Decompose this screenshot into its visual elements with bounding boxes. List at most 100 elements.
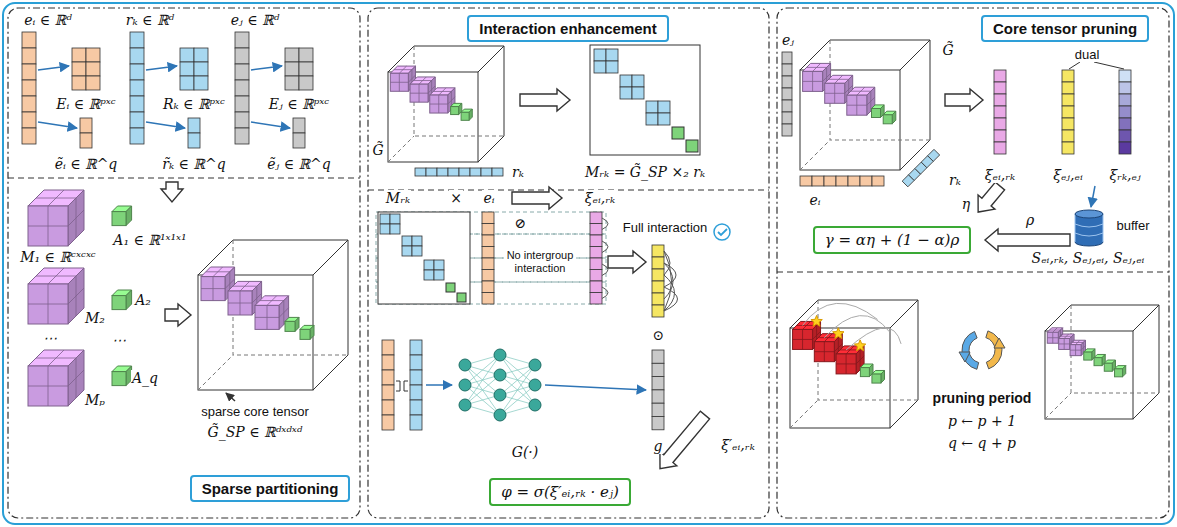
tensor-hidden-edge bbox=[198, 240, 348, 390]
buffer-icon bbox=[1075, 210, 1103, 218]
vector-cell bbox=[410, 355, 422, 370]
tensor-outline bbox=[198, 240, 348, 390]
vector-cell bbox=[652, 363, 664, 376]
cube-face bbox=[1084, 352, 1092, 360]
interaction-arc bbox=[846, 328, 901, 350]
matrix-cell bbox=[594, 61, 606, 73]
math-label: ρ bbox=[1025, 212, 1035, 228]
interaction-arc bbox=[664, 287, 678, 311]
cycle-icon bbox=[959, 352, 970, 362]
pointer-arrow bbox=[251, 66, 282, 70]
matrix-cell bbox=[686, 140, 698, 152]
math-label: Mₚ bbox=[84, 392, 106, 408]
interaction-arc bbox=[602, 287, 608, 299]
vector-cell bbox=[590, 212, 602, 224]
matrix-cell bbox=[285, 62, 299, 76]
vector-cell bbox=[235, 80, 249, 96]
math-label: eⱼ bbox=[781, 32, 795, 48]
vector-cell bbox=[800, 176, 812, 186]
vector-cell bbox=[130, 128, 144, 144]
pointer-arrow bbox=[426, 384, 452, 386]
interaction-arc bbox=[803, 303, 878, 325]
highlight-star bbox=[811, 315, 822, 326]
cube-face bbox=[872, 109, 881, 118]
pointer-arrow bbox=[146, 66, 177, 70]
block-arrow bbox=[512, 187, 562, 209]
vector-cell bbox=[188, 133, 200, 148]
formula-box: φ = σ(ξ′ₑᵢ,ᵣₖ · eⱼ) bbox=[489, 478, 631, 506]
math-label: r̃ₖ ∈ ℝ^q bbox=[161, 156, 226, 172]
math-label: × bbox=[449, 190, 463, 206]
vector-cell bbox=[130, 32, 144, 48]
matrix-cell bbox=[180, 48, 194, 62]
text-label: dual bbox=[1074, 48, 1101, 63]
network-neuron bbox=[494, 369, 506, 381]
cube-face bbox=[451, 107, 459, 115]
vector-cell bbox=[22, 48, 36, 64]
math-label: ẽᵢ ∈ ℝ^q bbox=[54, 156, 119, 172]
math-label: eᵢ bbox=[808, 192, 821, 208]
vector-cell bbox=[235, 48, 249, 64]
vector-cell bbox=[782, 64, 792, 76]
math-label: G(·) bbox=[511, 444, 540, 460]
vector-cell bbox=[235, 128, 249, 144]
vector-cell bbox=[652, 245, 664, 257]
vector-cell bbox=[1062, 130, 1074, 142]
math-label: ⋯ bbox=[111, 332, 127, 348]
vector-cell bbox=[836, 176, 848, 186]
matrix-cell bbox=[606, 61, 618, 73]
vector-cell bbox=[782, 52, 792, 64]
math-label: G̃ bbox=[941, 42, 954, 58]
vector-cell bbox=[426, 168, 437, 176]
vector-cell bbox=[482, 224, 494, 236]
matrix-cell bbox=[72, 76, 86, 90]
vector-cell bbox=[482, 270, 494, 282]
vector-cell bbox=[1119, 130, 1131, 142]
matrix-cell bbox=[620, 87, 632, 99]
vector-cell bbox=[482, 247, 494, 259]
vector-cell bbox=[22, 64, 36, 80]
text-label: sparse core tensor bbox=[200, 405, 310, 420]
math-label: p ← p + 1 bbox=[947, 413, 1017, 429]
matrix-cell bbox=[180, 62, 194, 76]
vector-cell bbox=[1119, 142, 1131, 154]
pointer-arrow bbox=[146, 122, 185, 128]
vector-cell bbox=[860, 176, 872, 186]
vector-cell bbox=[1119, 106, 1131, 118]
vector-cell bbox=[590, 235, 602, 247]
stage-title-box: Core tensor pruning bbox=[981, 15, 1149, 42]
network-neuron bbox=[459, 379, 471, 391]
cube-face bbox=[112, 372, 126, 386]
vector-cell bbox=[652, 281, 664, 293]
matrix-cell bbox=[434, 270, 444, 280]
vector-cell bbox=[415, 168, 426, 176]
network-edge bbox=[465, 375, 500, 405]
panel bbox=[368, 8, 769, 518]
network-edge bbox=[465, 385, 500, 415]
vector-cell bbox=[782, 88, 792, 100]
matrix-cell bbox=[457, 293, 466, 302]
network-neuron bbox=[459, 399, 471, 411]
math-label: Eᵢ ∈ ℝᵖˣᶜ bbox=[55, 96, 116, 112]
vector-cell bbox=[782, 124, 792, 136]
matrix-cell bbox=[86, 62, 100, 76]
vector-cell bbox=[382, 385, 394, 400]
math-label: A_q bbox=[131, 370, 159, 386]
vector-cell bbox=[1062, 82, 1074, 94]
vector-cell bbox=[590, 270, 602, 282]
vector-cell bbox=[994, 70, 1006, 82]
matrix-cell bbox=[194, 76, 208, 90]
math-label: g bbox=[653, 438, 664, 454]
vector-cell bbox=[293, 133, 305, 148]
check-icon bbox=[718, 229, 727, 235]
vector-cell bbox=[481, 168, 492, 176]
pointer-arrow bbox=[251, 122, 290, 128]
vector-cell bbox=[235, 96, 249, 112]
vector-cell bbox=[80, 118, 92, 133]
text-label: buffer bbox=[1115, 219, 1150, 234]
vector-cell bbox=[410, 400, 422, 415]
vector-cell bbox=[994, 106, 1006, 118]
interaction-arc bbox=[602, 241, 608, 253]
block-arrow bbox=[970, 179, 1009, 219]
